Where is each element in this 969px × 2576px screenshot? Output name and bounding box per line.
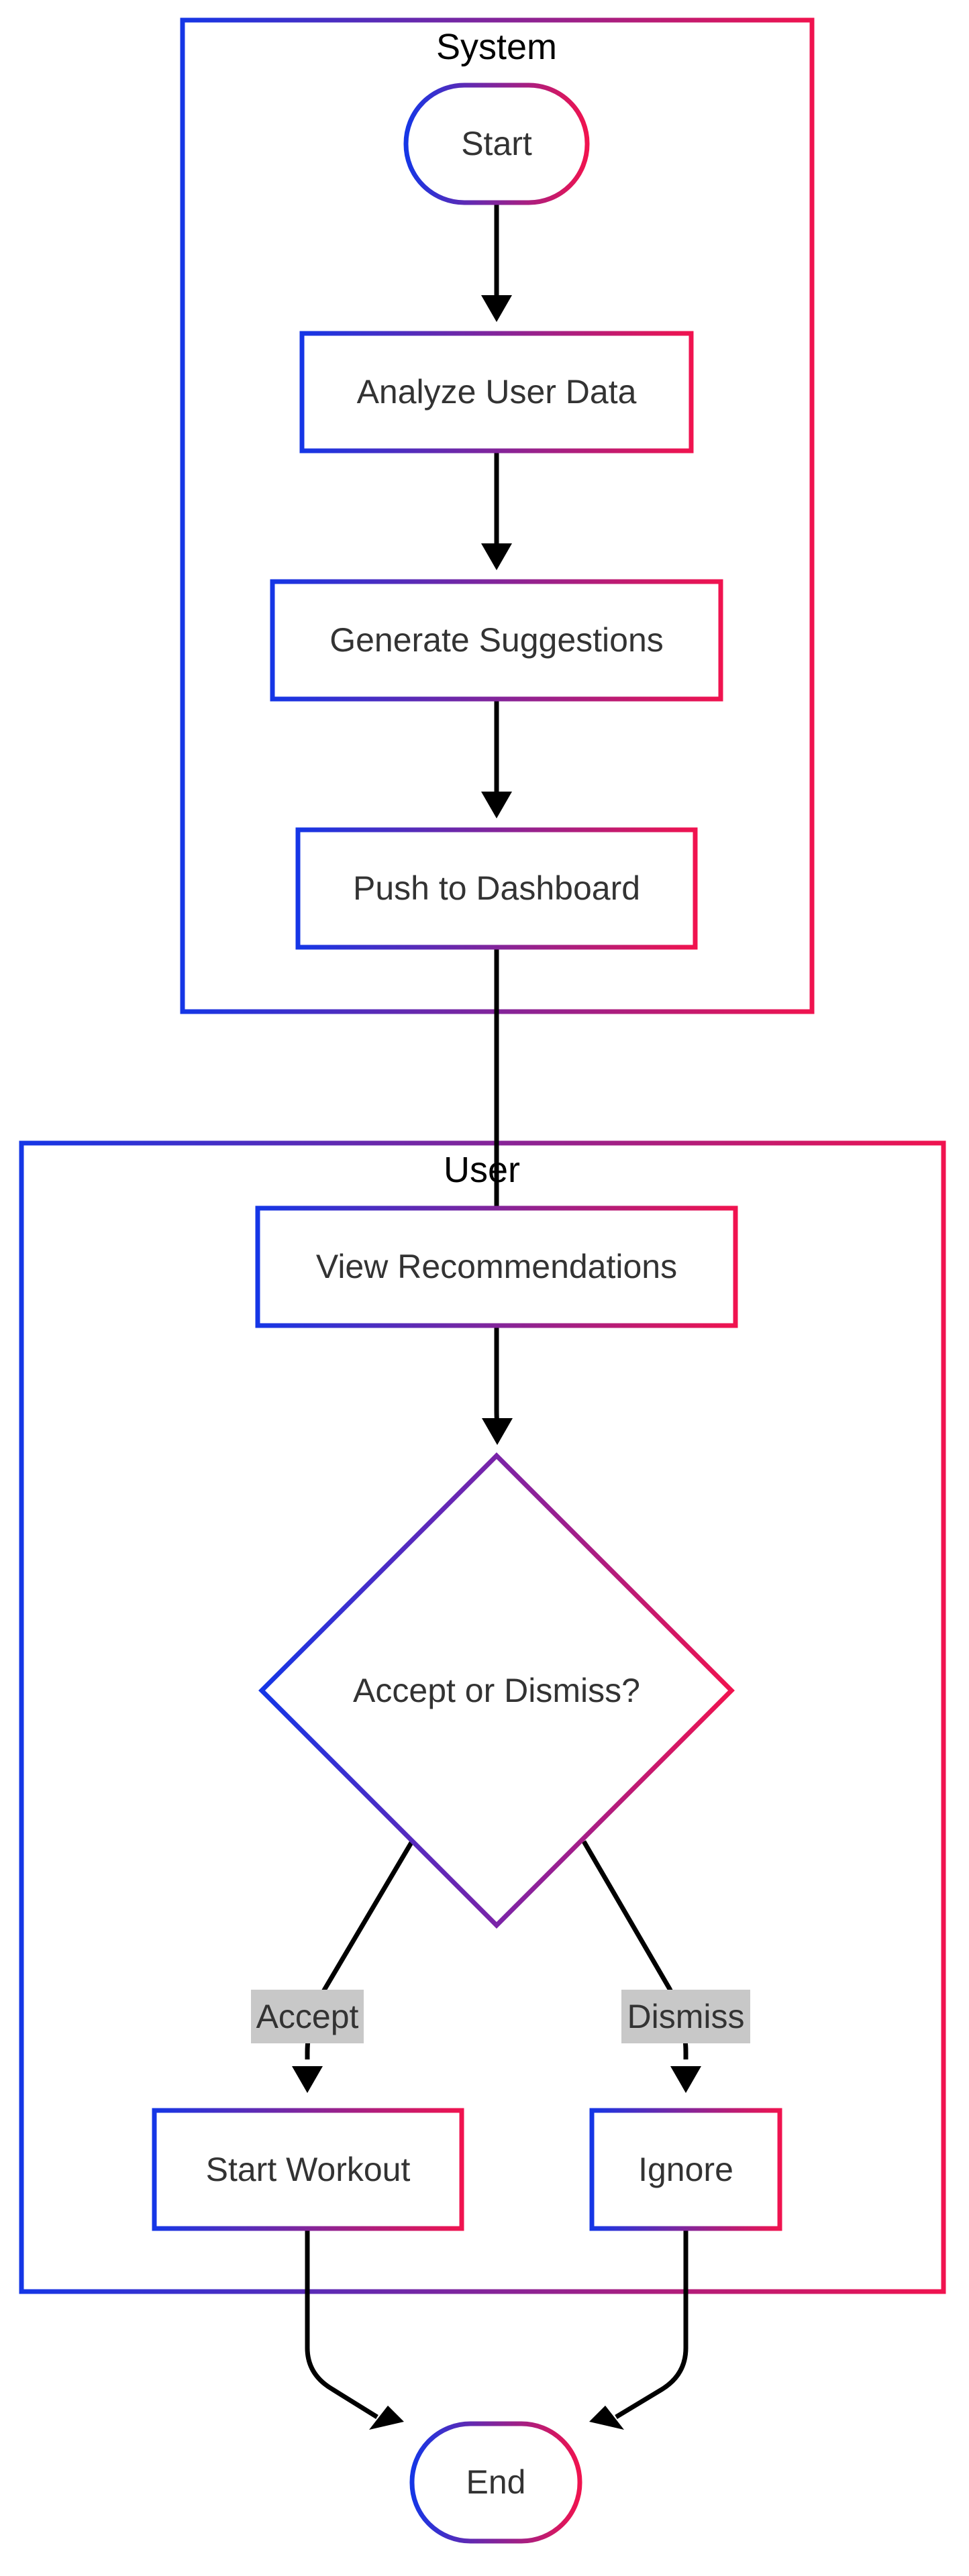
node-generate-shape [270,579,723,702]
node-start: Start [403,83,590,205]
arrowhead-push [481,792,512,818]
edge-label-accept: Accept [251,1990,364,2043]
node-workout: Start Workout [152,2108,464,2231]
arrowhead-analyze [481,295,512,322]
arrowhead-workout [292,2066,323,2093]
node-ignore-label: Ignore [638,2151,733,2188]
node-analyze: Analyze User Data [299,331,694,453]
node-generate-label: Generate Suggestions [329,621,664,659]
node-ignore-shape [589,2108,782,2231]
node-workout-shape [152,2108,464,2231]
edge-label-dismiss-text: Dismiss [627,1998,745,2035]
lane-user-title: User [444,1150,520,1190]
arrowhead-ignore [670,2066,701,2093]
node-end-label: End [466,2463,526,2501]
node-decision-shape [258,1452,735,1929]
node-ignore: Ignore [589,2108,782,2231]
node-end-shape [409,2421,582,2544]
arrowhead-end-left [369,2406,404,2430]
node-workout-label: Start Workout [206,2151,411,2188]
node-push-label: Push to Dashboard [353,869,640,907]
lane-system-title: System [436,27,557,67]
node-push-shape [295,827,698,950]
edge-label-dismiss-background [621,1990,750,2043]
edge-workout-end [305,2229,378,2419]
edge-ignore-end [615,2229,688,2419]
edge-label-accept-text: Accept [256,1998,359,2035]
node-analyze-label: Analyze User Data [357,373,637,411]
lane-user: User [19,1140,946,2294]
node-view: View Recommendations [255,1205,738,1328]
node-generate: Generate Suggestions [270,579,723,702]
node-push: Push to Dashboard [295,827,698,950]
node-decision: Accept or Dismiss? [258,1452,735,1929]
node-decision-label: Accept or Dismiss? [353,1672,640,1709]
node-end: End [409,2421,582,2544]
edge-label-accept-background [251,1990,364,2043]
arrowhead-end-right [589,2406,624,2430]
node-view-label: View Recommendations [316,1248,677,1285]
arrowhead-generate [481,543,512,570]
edge-label-dismiss: Dismiss [621,1990,750,2043]
node-start-shape [403,83,590,205]
node-analyze-shape [299,331,694,453]
arrowhead-decision [482,1418,513,1445]
node-view-shape [255,1205,738,1328]
node-start-label: Start [461,125,532,162]
lane-user-border [19,1140,946,2294]
